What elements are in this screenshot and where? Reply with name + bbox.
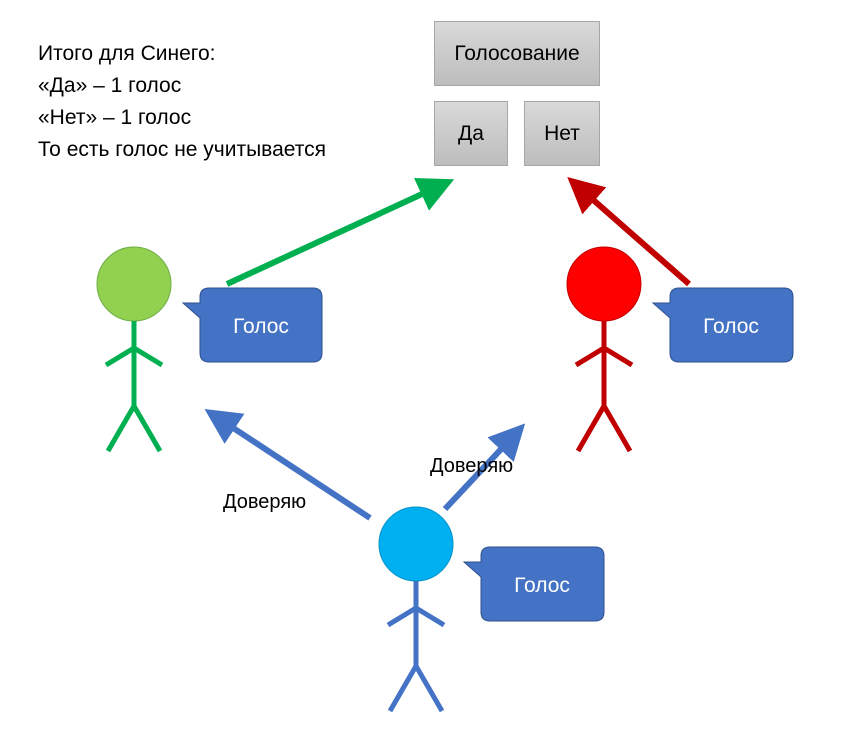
option-yes-box: Да: [434, 101, 508, 166]
blue-person-head: [378, 506, 454, 582]
red-person-head: [566, 246, 642, 322]
blue-trust-arrow-left: [204, 409, 372, 521]
trust-label-right: Доверяю: [430, 455, 514, 477]
green-vote-arrow: [225, 177, 455, 287]
blue-bubble-label: Голос: [514, 574, 570, 597]
summary-line-conclusion: То есть голос не учитывается: [38, 138, 327, 161]
summary-line-title: Итого для Синего:: [38, 42, 216, 65]
summary-line-yes: «Да» – 1 голос: [38, 74, 182, 97]
green-person: [96, 246, 172, 453]
blue-person: [378, 506, 454, 713]
red-bubble-label: Голос: [703, 315, 759, 338]
voting-title-box: Голосование: [434, 21, 600, 86]
green-bubble-label: Голос: [233, 315, 289, 338]
green-vote-bubble: Голос: [181, 287, 323, 363]
blue-trust-arrow-right: [442, 423, 526, 512]
green-person-head: [96, 246, 172, 322]
red-person: [566, 246, 642, 453]
option-no-box: Нет: [524, 101, 600, 166]
red-vote-bubble: Голос: [651, 287, 794, 363]
trust-label-left: Доверяю: [223, 491, 307, 513]
summary-text: Итого для Синего: «Да» – 1 голос «Нет» –…: [38, 38, 326, 166]
blue-vote-bubble: Голос: [462, 546, 605, 622]
red-vote-arrow: [567, 177, 691, 287]
summary-line-no: «Нет» – 1 голос: [38, 106, 192, 129]
